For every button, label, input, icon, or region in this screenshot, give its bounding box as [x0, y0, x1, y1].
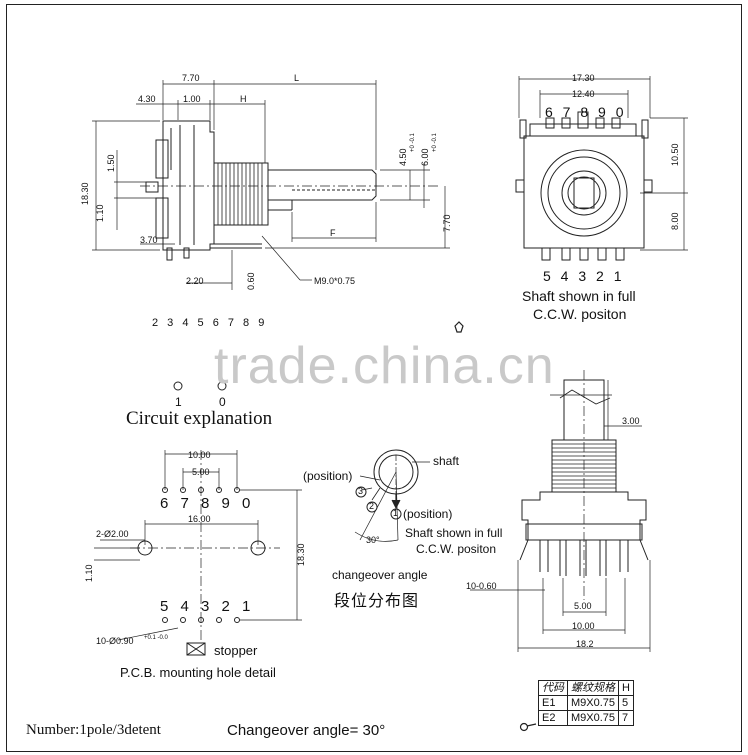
dim-F: F: [330, 228, 336, 238]
angle-label: 30°: [366, 535, 380, 545]
side-view-body: [140, 120, 440, 261]
key-icon: [519, 722, 537, 732]
dim-1-00: 1.00: [183, 94, 201, 104]
pcb-dim-18-30: 18.30: [296, 543, 306, 566]
pcb-bottom-pin-labels: 5 4 3 2 1: [160, 598, 255, 615]
side-view-dims: [92, 80, 450, 290]
dim-7-70-b: 7.70: [442, 214, 452, 232]
circuit-symbols: [173, 321, 464, 391]
circuit-pin-1: 1: [175, 395, 182, 409]
changeover-label-cn: 段位分布图: [334, 593, 420, 610]
table-cell: M9X0.75: [566, 695, 620, 711]
pcb-dim-10-00: 10.00: [188, 450, 211, 460]
pcb-top-pin-labels: 6 7 8 9 0: [160, 495, 255, 512]
circuit-pin-0: 0: [219, 395, 226, 409]
dim-3-00: 3.00: [622, 416, 640, 426]
position-1: 1: [393, 508, 399, 518]
dim-10-00: 10.00: [572, 621, 595, 631]
stopper-label: stopper: [214, 643, 258, 658]
dim-8-00: 8.00: [670, 212, 680, 230]
table-cell: 7: [618, 710, 634, 726]
footer-number: Number:1pole/3detent: [26, 722, 161, 738]
pcb-dim-5-00: 5.00: [192, 467, 210, 477]
dim-6-00-tol: +0 -0.1: [432, 133, 438, 152]
pcb-caption: P.C.B. mounting hole detail: [120, 665, 276, 680]
table-cell: E1: [538, 695, 568, 711]
dim-4-30: 4.30: [138, 94, 156, 104]
dim-18-30: 18.30: [80, 182, 90, 205]
thread-spec-table: 代码 螺纹规格 H E1 M9X0.75 5 E2 M9X0.75 7: [538, 680, 634, 726]
dim-7-70: 7.70: [182, 73, 200, 83]
thread-spec: M9.0*0.75: [314, 276, 356, 286]
dim-1-10: 1.10: [95, 204, 105, 222]
pcb-dim-hole: 2-Ø2.00: [96, 529, 129, 539]
dim-0-60: 0.60: [246, 272, 256, 290]
circuit-title: Circuit explanation: [126, 408, 273, 429]
position-2: 2: [369, 501, 375, 511]
footer-changeover: Changeover angle= 30°: [227, 722, 386, 739]
dim-12-40: 12.40: [572, 89, 595, 99]
changeover-diagram: [354, 449, 430, 542]
dim-1-50: 1.50: [106, 154, 116, 172]
table-cell: 5: [618, 695, 634, 711]
watermark: trade.china.cn: [214, 337, 555, 395]
position-right-label: (position): [403, 507, 453, 521]
table-cell: E2: [538, 710, 568, 726]
drawing-frame: [6, 4, 742, 752]
front-bottom-pin-labels: 5 4 3 2 1: [543, 268, 625, 284]
position-3: 3: [358, 486, 364, 496]
pcb-dim-1-10: 1.10: [84, 564, 94, 582]
side-view-2: [470, 370, 651, 652]
circuit-pin-row: 2 3 4 5 6 7 8 9: [152, 317, 268, 329]
table-row: E1 M9X0.75 5: [538, 695, 634, 711]
shaft-label: shaft: [433, 454, 460, 468]
dim-4-50-tol: +0 -0.1: [410, 133, 416, 152]
position-left-label: (position): [303, 469, 353, 483]
pcb-dim-pinhole-tol: +0.1 -0.0: [144, 635, 168, 641]
front-caption-2: C.C.W. positon: [533, 306, 627, 322]
table-header-row: 代码 螺纹规格 H: [538, 680, 634, 696]
dim-2-20: 2.20: [186, 276, 204, 286]
pcb-dim-16-00: 16.00: [188, 514, 211, 524]
front-view: [515, 76, 688, 261]
changeover-caption-2: C.C.W. positon: [416, 542, 497, 556]
dim-3-70: 3.70: [140, 235, 158, 245]
dim-L: L: [294, 73, 300, 83]
table-header-h: H: [618, 680, 634, 696]
dim-H: H: [240, 94, 247, 104]
dim-17-30: 17.30: [572, 73, 595, 83]
table-header-code: 代码: [538, 680, 568, 696]
front-top-pin-labels: 6 7 8 9 0: [545, 104, 627, 120]
table-cell: M9X0.75: [566, 710, 620, 726]
dim-4-50: 4.50: [398, 148, 408, 166]
changeover-caption-1: Shaft shown in full: [405, 526, 503, 540]
dim-5-00: 5.00: [574, 601, 592, 611]
front-caption-1: Shaft shown in full: [522, 288, 636, 304]
pcb-hole-detail: [94, 450, 302, 656]
dim-6-00: 6.00: [420, 148, 430, 166]
table-header-thread: 螺纹规格: [566, 680, 620, 696]
dim-10-50: 10.50: [670, 143, 680, 166]
table-row: E2 M9X0.75 7: [538, 710, 634, 726]
dim-18-2: 18.2: [576, 639, 594, 649]
pcb-dim-pinhole: 10-Ø0.90: [96, 636, 134, 646]
changeover-label-en: changeover angle: [332, 568, 428, 582]
dim-pins: 10-0.60: [466, 581, 497, 591]
